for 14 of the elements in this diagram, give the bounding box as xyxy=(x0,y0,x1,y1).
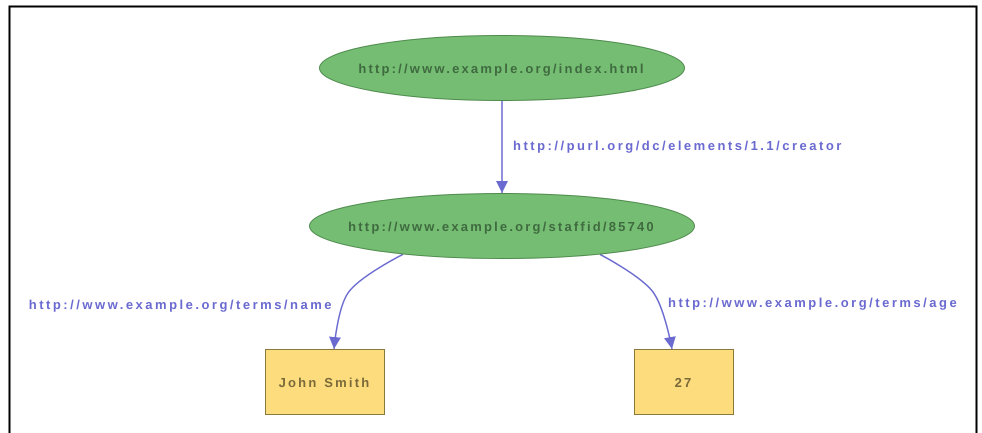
node-label: http://www.example.org/index.html xyxy=(358,60,646,76)
literal-box xyxy=(265,349,385,415)
edge-label: http://www.example.org/terms/name xyxy=(28,297,334,312)
arrow xyxy=(329,254,404,350)
arrow xyxy=(600,254,676,350)
resource-ellipse xyxy=(319,35,685,101)
node-label: John Smith xyxy=(278,374,372,390)
arrow xyxy=(496,101,508,193)
node-label: 27 xyxy=(674,374,694,390)
node-label: http://www.example.org/staffid/85740 xyxy=(348,218,656,234)
literal-box xyxy=(634,349,734,415)
edge-label: http://www.example.org/terms/age xyxy=(668,295,960,310)
edge-label: http://purl.org/dc/elements/1.1/creator xyxy=(513,138,844,153)
resource-ellipse xyxy=(309,193,695,259)
